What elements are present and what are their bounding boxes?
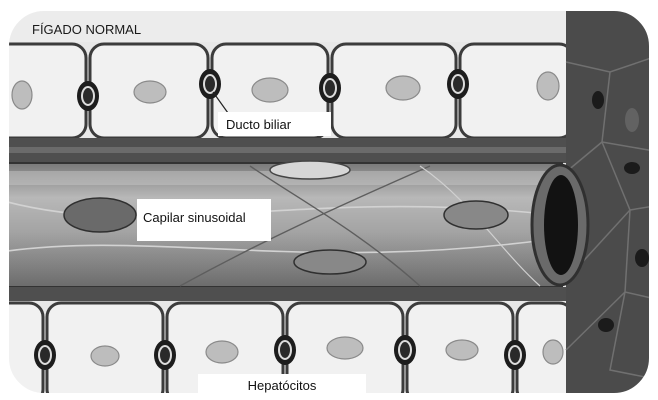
hepatocytes-label-text: Hepatócitos [248, 378, 317, 393]
junction-nucleus [77, 81, 99, 111]
bile-duct-label-text: Ducto biliar [226, 117, 292, 132]
junction-nucleus [447, 69, 469, 99]
junction-nucleus [274, 335, 296, 365]
junction-nucleus [199, 69, 221, 99]
hepatocyte-nucleus [91, 346, 119, 366]
tissue-nucleus [598, 318, 614, 332]
capillary-lumen-opening [532, 165, 588, 285]
tissue-nucleus [625, 108, 639, 132]
tissue-nucleus [592, 91, 604, 109]
page-title: FÍGADO NORMAL [32, 22, 141, 37]
hepatocyte-nucleus [537, 72, 559, 100]
hepatocyte-nucleus [252, 78, 288, 102]
tissue-nucleus [624, 162, 640, 174]
endothelial-nucleus [64, 198, 136, 232]
hepatocytes-label: Hepatócitos [198, 374, 366, 396]
hepatocyte-nucleus [206, 341, 238, 363]
junction-nucleus [504, 340, 526, 370]
tissue-nucleus [635, 249, 649, 267]
junction-nucleus [394, 335, 416, 365]
bile-duct-label: Ducto biliar [218, 112, 331, 136]
endothelial-nucleus [270, 161, 350, 179]
hepatocyte-nucleus [134, 81, 166, 103]
endothelial-nucleus [294, 250, 366, 274]
hepatocyte-nucleus [327, 337, 363, 359]
hepatocyte-nucleus [446, 340, 478, 360]
perisinusoidal-space [0, 287, 570, 301]
junction-nucleus [319, 73, 341, 103]
bile-duct [0, 138, 570, 163]
hepatocyte-nucleus [12, 81, 32, 109]
junction-nucleus [34, 340, 56, 370]
sinusoidal-capillary-label-text: Capilar sinusoidal [143, 210, 246, 225]
hepatocyte-nucleus [543, 340, 563, 364]
sinusoidal-capillary-label: Capilar sinusoidal [137, 199, 271, 241]
sinusoidal-capillary [0, 161, 562, 287]
hepatocyte-nucleus [386, 76, 420, 100]
junction-nucleus [154, 340, 176, 370]
endothelial-nucleus [444, 201, 508, 229]
